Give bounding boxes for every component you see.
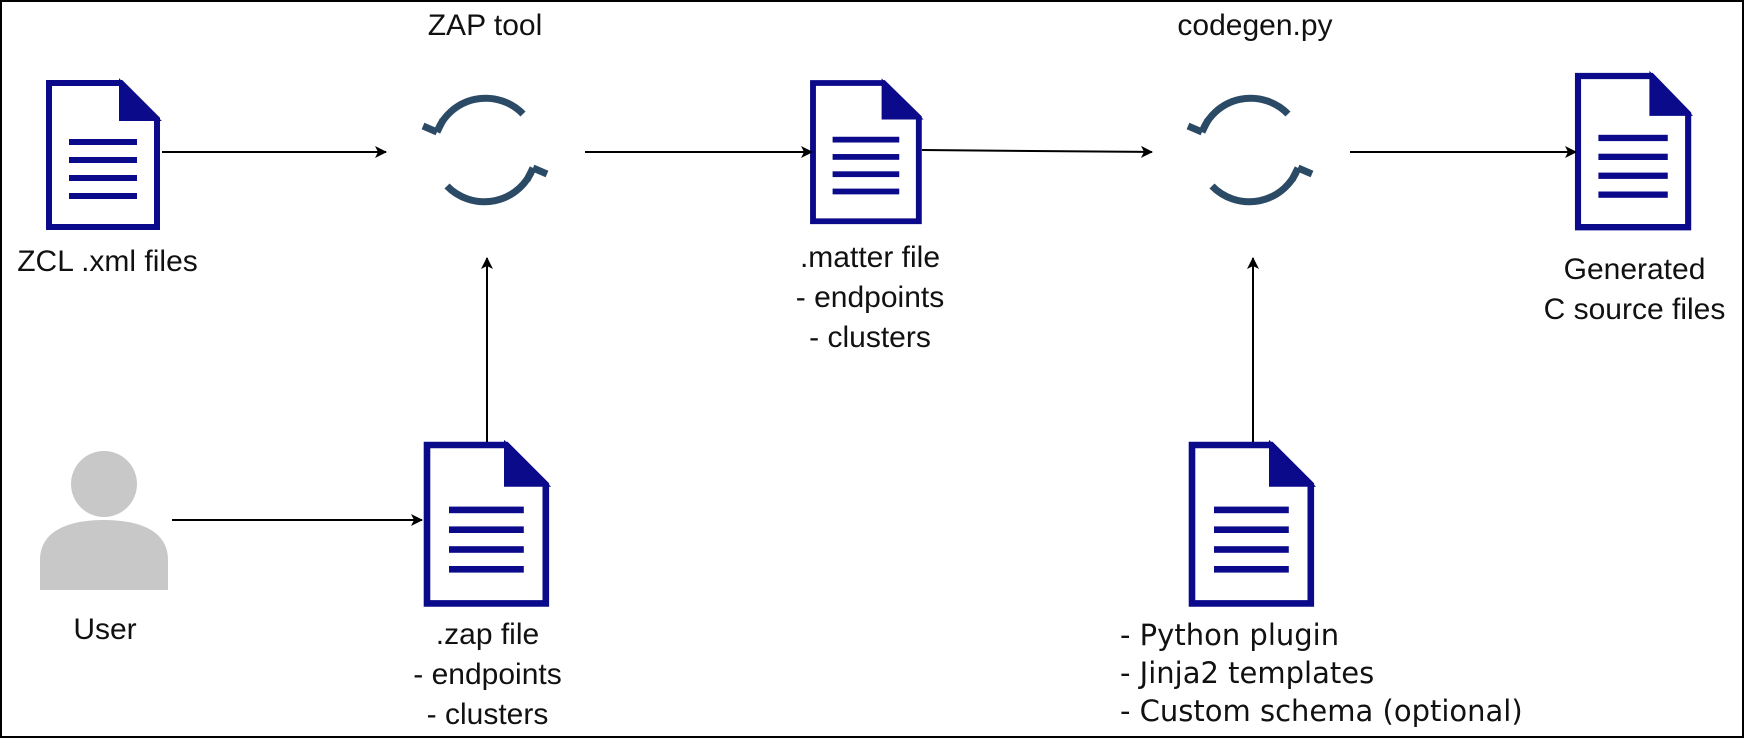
generated-files-document-icon xyxy=(1578,76,1688,227)
zcl-xml-document-icon xyxy=(49,83,157,227)
codegen-inputs-document-icon xyxy=(1192,445,1311,603)
zcl-xml-label: ZCL .xml files xyxy=(17,245,198,278)
zap-tool-label: ZAP tool xyxy=(427,9,543,42)
zap-file-document-icon xyxy=(427,445,546,603)
codegen-label: codegen.py xyxy=(1177,9,1333,42)
codegen-inputs-label: - Python plugin - Jinja2 templates - Cus… xyxy=(1120,618,1523,728)
matter-file-document-icon xyxy=(813,83,919,221)
codegen-sync-icon xyxy=(1188,98,1312,202)
user-icon xyxy=(40,451,168,590)
generated-files-label: Generated C source files xyxy=(1543,253,1726,326)
matter-file-label: .matter file - endpoints - clusters xyxy=(795,241,945,354)
zap-tool-sync-icon xyxy=(423,98,547,202)
arrow-matter-to-codegen xyxy=(921,145,1153,158)
user-label: User xyxy=(73,613,137,646)
zap-file-label: .zap file - endpoints - clusters xyxy=(413,618,562,731)
